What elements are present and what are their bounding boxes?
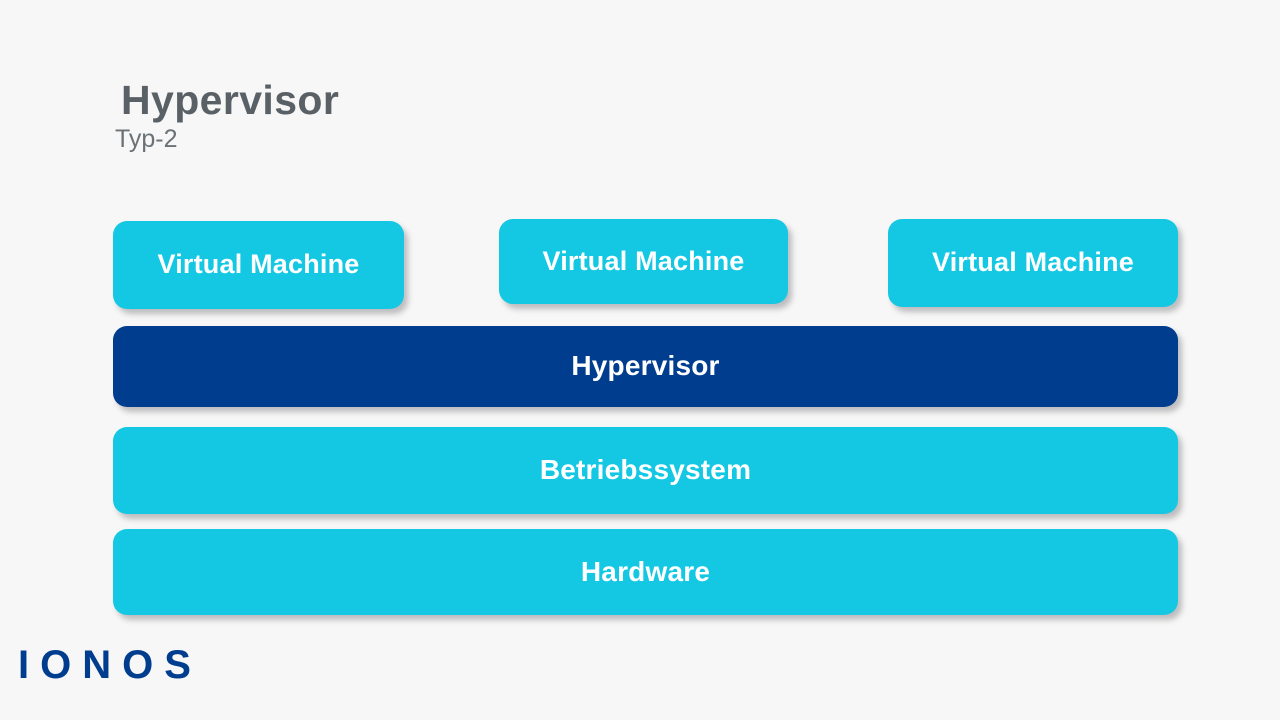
- page-subtitle: Typ-2: [115, 125, 178, 154]
- layer-label-hypervisor: Hypervisor: [571, 350, 720, 382]
- virtual-machine-label: Virtual Machine: [931, 247, 1135, 278]
- virtual-machine-box-1: Virtual Machine: [113, 221, 404, 309]
- ionos-logo: IONOS: [18, 643, 202, 687]
- layer-label-hardware: Hardware: [580, 555, 711, 587]
- virtual-machine-box-3: Virtual Machine: [888, 219, 1178, 307]
- virtual-machine-box-2: Virtual Machine: [499, 219, 788, 304]
- virtual-machine-label: Virtual Machine: [542, 245, 745, 276]
- layer-bar-operating-system: Betriebssystem: [113, 427, 1178, 514]
- layer-bar-hypervisor: Hypervisor: [113, 326, 1178, 407]
- layer-bar-hardware: Hardware: [113, 529, 1178, 615]
- layer-label-operating-system: Betriebssystem: [539, 454, 752, 486]
- heading-block: Hypervisor Typ-2: [113, 78, 713, 154]
- virtual-machine-label: Virtual Machine: [157, 249, 360, 280]
- page-title: Hypervisor: [121, 77, 340, 123]
